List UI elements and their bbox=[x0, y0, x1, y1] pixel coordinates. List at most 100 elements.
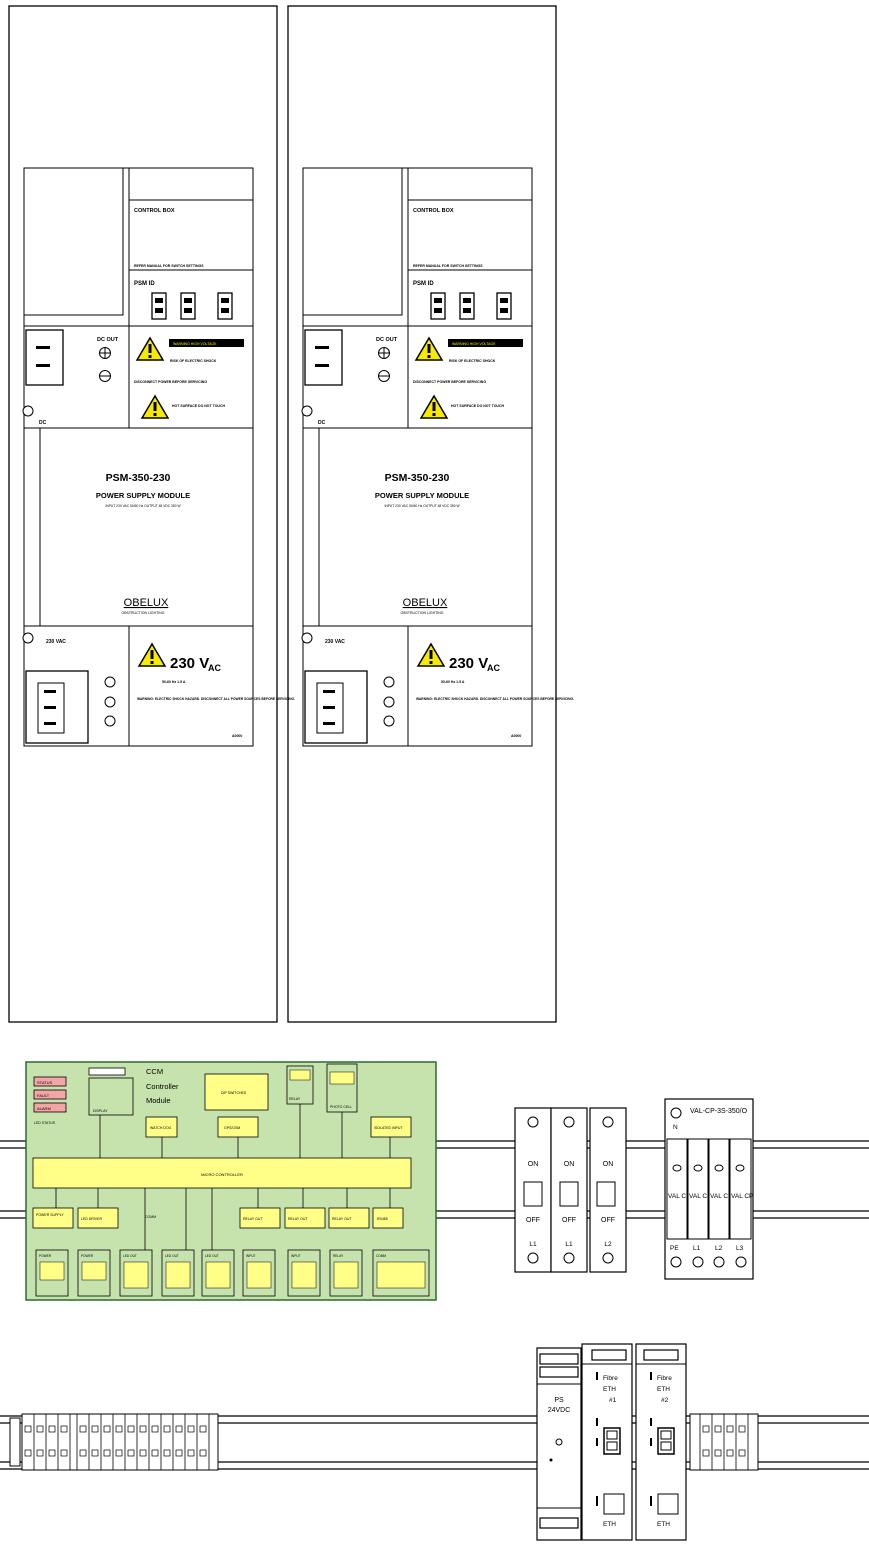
ps-line1: PS bbox=[554, 1397, 564, 1404]
dip-label: DIP SWITCHES bbox=[221, 1091, 247, 1095]
status-led-label: STATUS bbox=[37, 1080, 53, 1085]
ccm-controller-module: STATUS FAULT ALARM LED STATUS DISPLAY CC… bbox=[25, 1061, 437, 1301]
dc-out-connector[interactable] bbox=[25, 329, 64, 386]
psm-title: POWER SUPPLY MODULE bbox=[375, 491, 469, 500]
plus-terminal-icon bbox=[99, 347, 111, 359]
breaker-off-label: OFF bbox=[562, 1217, 576, 1224]
relay-out-block-2 bbox=[284, 1207, 326, 1229]
dip-switch-block bbox=[204, 1073, 269, 1111]
rs485-label: RS485 bbox=[377, 1217, 388, 1221]
id-switch-2[interactable] bbox=[180, 292, 196, 320]
ccm-title-1: CCM bbox=[146, 1067, 163, 1076]
surge-module[interactable] bbox=[666, 1138, 688, 1240]
surge-module-label: VAL CP bbox=[731, 1193, 753, 1200]
fibre1-line3: #1 bbox=[609, 1397, 617, 1404]
control-box-label: CONTROL BOX bbox=[413, 208, 454, 214]
minus-terminal-icon bbox=[378, 370, 390, 382]
relay-out-label-1: RELAY OUT bbox=[243, 1217, 263, 1221]
ac-label: 230 VAC bbox=[325, 639, 345, 645]
watchdog-label: WATCH DOG bbox=[150, 1126, 172, 1130]
breaker-3[interactable]: ON OFF L2 bbox=[589, 1107, 627, 1273]
id-switch-3[interactable] bbox=[496, 292, 512, 320]
dc-out-connector[interactable] bbox=[304, 329, 343, 386]
dc-out-label: DC OUT bbox=[376, 337, 398, 343]
psm-title: POWER SUPPLY MODULE bbox=[96, 491, 190, 500]
id-switch-1[interactable] bbox=[430, 292, 446, 320]
surge-module[interactable] bbox=[729, 1138, 752, 1240]
surge-title: VAL-CP-3S-350/O bbox=[690, 1108, 748, 1115]
surge-module[interactable] bbox=[687, 1138, 709, 1240]
surge-terminal-l2: L2 bbox=[715, 1245, 723, 1252]
dc-led-indicator bbox=[22, 405, 34, 417]
warning-banner bbox=[448, 339, 523, 347]
breaker-off-label: OFF bbox=[601, 1217, 615, 1224]
earth-terminal-icon bbox=[383, 676, 395, 688]
relay-label: RELAY bbox=[289, 1097, 301, 1101]
terminal-label: LED OUT bbox=[123, 1254, 137, 1258]
terminal-label: POWER bbox=[39, 1254, 52, 1258]
disconnect-text: DISCONNECT POWER BEFORE SERVICING bbox=[134, 380, 207, 384]
breaker-1[interactable]: ON OFF L1 bbox=[514, 1107, 552, 1273]
terminal-label: RELAY bbox=[333, 1254, 344, 1258]
fibre-eth-1: Fibre ETH #1 ETH bbox=[581, 1343, 633, 1541]
dc-label: DC bbox=[39, 420, 47, 426]
isolated-input-block bbox=[370, 1116, 412, 1138]
voltage-main: 230 V bbox=[449, 655, 488, 672]
brand-sub: OBSTRUCTION LIGHTING bbox=[122, 611, 165, 615]
ccm-signal-lines bbox=[55, 1104, 391, 1250]
breaker-terminal-label: L1 bbox=[529, 1241, 537, 1248]
fibre2-line3: #2 bbox=[661, 1397, 669, 1404]
live-terminal-icon bbox=[104, 696, 116, 708]
ps-24vdc-module: PS 24VDC bbox=[536, 1347, 582, 1541]
live-terminal-icon bbox=[383, 696, 395, 708]
terminal-label: INPUT bbox=[246, 1254, 256, 1258]
neutral-terminal-icon bbox=[104, 715, 116, 727]
psm-module-frame bbox=[23, 167, 254, 747]
surge-n-label: N bbox=[673, 1124, 678, 1131]
terminal-label: COMM bbox=[376, 1254, 386, 1258]
psm-subtitle: INPUT 230 VAC 50/60 Hz OUTPUT 48 VDC 350… bbox=[384, 504, 460, 508]
id-switch-2[interactable] bbox=[459, 292, 475, 320]
isolated-input-label: ISOLATED INPUT bbox=[374, 1126, 403, 1130]
dc-label: DC bbox=[318, 420, 326, 426]
fault-led bbox=[33, 1089, 67, 1100]
warning-banner-text: WARNING HIGH VOLTAGE bbox=[452, 342, 496, 346]
eth-port-icon[interactable] bbox=[603, 1493, 625, 1515]
risk-text: RISK OF ELECTRIC SHOCK bbox=[449, 359, 496, 363]
voltage-sub: AC bbox=[487, 663, 500, 673]
surge-module[interactable] bbox=[708, 1138, 730, 1240]
ac-warning-text: WARNING: ELECTRIC SHOCK HAZARD. DISCONNE… bbox=[137, 697, 295, 701]
terminal-strip-right bbox=[689, 1413, 759, 1471]
warning-banner bbox=[169, 339, 244, 347]
surge-terminal-l3: L3 bbox=[736, 1245, 744, 1252]
ps-adjust-icon[interactable] bbox=[555, 1438, 563, 1446]
surge-n-terminal bbox=[670, 1107, 682, 1119]
fault-led-label: FAULT bbox=[37, 1093, 50, 1098]
breaker-2[interactable]: ON OFF L1 bbox=[550, 1107, 588, 1273]
relay-out-label-2: RELAY OUT bbox=[288, 1217, 308, 1221]
led-status-caption: LED STATUS bbox=[34, 1121, 56, 1125]
psm-cabinet-outline bbox=[8, 5, 278, 1023]
eth-port-icon[interactable] bbox=[657, 1493, 679, 1515]
risk-text: RISK OF ELECTRIC SHOCK bbox=[170, 359, 217, 363]
psm-id-label: PSM ID bbox=[134, 281, 155, 287]
part-number: A0000 bbox=[232, 734, 242, 738]
psm-unit-2: CONTROL BOX REFER MANUAL FOR SWITCH SETT… bbox=[287, 5, 574, 1023]
psm-model: PSM-350-230 bbox=[385, 472, 450, 484]
psm-module-frame bbox=[302, 167, 533, 747]
id-switch-1[interactable] bbox=[151, 292, 167, 320]
psm-id-switches bbox=[151, 292, 233, 320]
id-switch-3[interactable] bbox=[217, 292, 233, 320]
dc-led-indicator bbox=[301, 405, 313, 417]
brand-sub: OBSTRUCTION LIGHTING bbox=[401, 611, 444, 615]
alarm-led-label: ALARM bbox=[37, 1106, 51, 1111]
rs485-block bbox=[372, 1207, 404, 1229]
terminal-label: LED OUT bbox=[165, 1254, 179, 1258]
psm-id-label: PSM ID bbox=[413, 281, 434, 287]
relay-out-label-3: RELAY OUT bbox=[332, 1217, 352, 1221]
control-box-label: CONTROL BOX bbox=[134, 208, 175, 214]
fibre1-eth-label: ETH bbox=[603, 1521, 616, 1528]
disconnect-text: DISCONNECT POWER BEFORE SERVICING bbox=[413, 380, 486, 384]
plus-terminal-icon bbox=[378, 347, 390, 359]
